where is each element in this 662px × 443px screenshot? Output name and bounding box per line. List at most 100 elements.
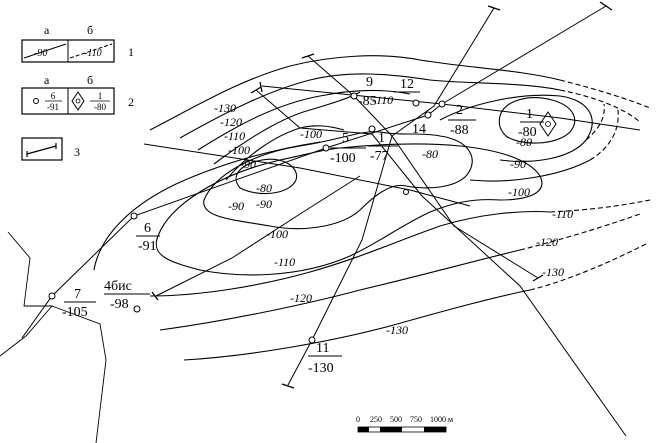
contour-lines (93, 55, 651, 361)
contour-label: -130 (386, 323, 408, 337)
contour-minus-130-north (149, 55, 561, 131)
well-11[interactable]: 11 -130 (308, 336, 342, 376)
contour-labels: -130 -120 -110 -100 -90 -80 -80 -90 -100… (214, 93, 573, 337)
well-depth: -91 (138, 239, 157, 254)
well-symbol (48, 292, 56, 300)
boundary-line-bottom (51, 305, 107, 443)
contour-minus-130-south (183, 289, 531, 361)
contour-label: -110 (274, 255, 295, 269)
contour-label: -110 (552, 207, 573, 221)
contour-label: -110 (224, 129, 245, 143)
scale-tick-0: 0 (356, 415, 360, 424)
legend-col-b-label-2: б (87, 73, 93, 87)
contour-label: -100 (228, 143, 250, 157)
contour-label: -120 (290, 291, 312, 305)
well-depth: -100 (330, 151, 356, 166)
crest-depth: -80 (518, 125, 537, 140)
contour-label: -130 (214, 101, 236, 115)
legend-crest-depth: -80 (94, 102, 106, 112)
well-7[interactable]: 7 -105 (48, 287, 96, 320)
well-depth: -130 (308, 361, 334, 376)
well-number: 9 (366, 75, 373, 90)
well-depth: -85 (358, 94, 377, 109)
legend-col-a-label-2: а (44, 73, 50, 87)
well-number: 2 (456, 103, 463, 118)
well-4bis[interactable]: 4бис -98 (104, 279, 150, 313)
scale-tick-750: 750 (410, 415, 422, 424)
legend-col-b-label: б (87, 23, 93, 37)
contour-label: -110 (372, 93, 393, 107)
well-6[interactable]: 6 -91 (130, 212, 160, 254)
legend-row3-box (21, 137, 63, 161)
contour-label: -100 (300, 127, 322, 141)
well-number: 1 (378, 131, 385, 146)
well-9[interactable]: 9 -85 (350, 75, 377, 109)
contour-minus-110-north (197, 89, 411, 151)
well-14[interactable]: 14 (412, 111, 432, 137)
contour-minus-100-north (213, 91, 361, 165)
profile-line-s-n (287, 7, 495, 386)
legend-row1-number: 1 (128, 45, 134, 59)
well-1[interactable]: 1 -77 (368, 125, 398, 164)
well-symbol (438, 100, 446, 108)
well-12[interactable]: 12 (394, 77, 420, 107)
legend-row2-number: 2 (128, 95, 134, 109)
contour-minus-110-west (93, 141, 321, 271)
contour-label: -80 (516, 135, 532, 149)
contour-minus-90-north (225, 125, 345, 181)
boundary-line-left (0, 231, 53, 357)
well-symbol (130, 212, 138, 220)
well-2[interactable]: 2 -88 (438, 100, 476, 138)
contour-label: -80 (256, 181, 272, 195)
well-symbol (322, 144, 330, 152)
profile-line-nw-se-1 (307, 55, 539, 279)
boundary-lines (0, 231, 107, 443)
profile-line-4bis (155, 175, 361, 297)
well-depth: -77 (370, 149, 389, 164)
well-symbol (133, 305, 141, 313)
contour-label: -90 (240, 157, 256, 171)
well-depth: -88 (450, 123, 469, 138)
profile-line-nw-se-2 (255, 89, 627, 437)
well-symbol (368, 125, 376, 133)
contour-label: -90 (510, 157, 526, 171)
contour-label: -120 (220, 115, 242, 129)
contour-label: -100 (266, 227, 288, 241)
well-depth: -98 (110, 297, 129, 312)
well-symbol (412, 99, 420, 107)
well-symbol (350, 92, 358, 100)
well-number: 5 (342, 131, 349, 146)
contour-label: -120 (536, 235, 558, 249)
contour-minus-80-east (498, 97, 576, 144)
contour-label: -80 (422, 147, 438, 161)
crest-1[interactable]: 1 -80 (518, 107, 557, 140)
well-number: 14 (412, 122, 426, 137)
well-symbol-unlabeled (403, 189, 409, 195)
legend-col-a-label: а (44, 23, 50, 37)
contour-minus-90-closure (203, 131, 473, 230)
scale-tick-1000: 1000 м (430, 415, 453, 424)
legend: а б -90 -110 1 а б 6 -91 1 -80 2 3 (21, 23, 134, 161)
contour-minus-80-west (235, 158, 298, 195)
well-symbol (308, 336, 316, 344)
well-number: 6 (144, 221, 151, 236)
well-number: 7 (74, 287, 81, 302)
legend-well-symbol (33, 98, 39, 104)
contour-minus-110-south (149, 210, 551, 297)
legend-row3-number: 3 (74, 145, 80, 159)
contour-minus-120-north (179, 73, 561, 139)
well-5[interactable]: 5 -100 (322, 131, 366, 166)
well-symbol (424, 111, 432, 119)
scale-tick-500: 500 (390, 415, 402, 424)
contour-minus-90-east (439, 94, 593, 162)
scale-bar: 0 250 500 750 1000 м (356, 415, 453, 433)
contour-label: -130 (542, 265, 564, 279)
contour-label: -100 (508, 185, 530, 199)
contour-minus-100-east (469, 159, 591, 182)
legend-crest-diamond-icon (71, 91, 85, 111)
well-number: 12 (400, 77, 414, 92)
legend-crest-number: 1 (98, 91, 103, 101)
legend-dashed-contour-sample: -110 (84, 48, 102, 59)
well-number: 4бис (104, 279, 132, 294)
